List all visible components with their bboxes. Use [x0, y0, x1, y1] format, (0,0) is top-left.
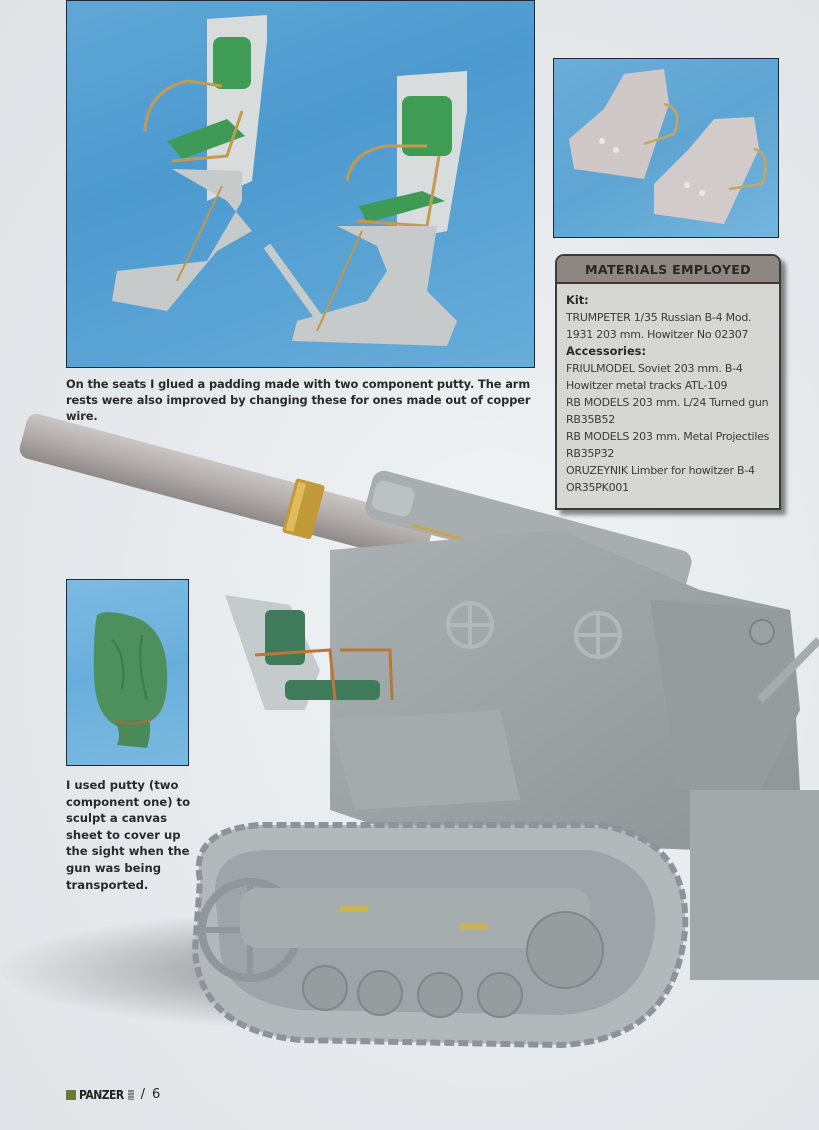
accessory-line: ORUZEYNIK Limber for howitzer B-4	[566, 464, 755, 477]
seats-photo	[66, 0, 535, 368]
page-number: 6	[151, 1087, 161, 1102]
accessory-line: RB35P32	[566, 447, 615, 460]
canvas-sheet-illustration	[93, 612, 168, 748]
armrests-photo	[553, 58, 779, 238]
page-separator: /	[140, 1087, 145, 1102]
materials-body: Kit: TRUMPETER 1/35 Russian B-4 Mod. 193…	[557, 284, 779, 496]
magazine-brand: PANZER	[79, 1087, 124, 1102]
accessories-label: Accessories:	[566, 344, 647, 358]
brand-square-icon	[66, 1089, 76, 1100]
accessory-line: Howitzer metal tracks ATL-109	[566, 379, 728, 392]
materials-employed-box: MATERIALS EMPLOYED Kit: TRUMPETER 1/35 R…	[555, 254, 781, 510]
kit-line: 1931 203 mm. Howitzer No 02307	[566, 328, 749, 341]
accessory-line: FRIULMODEL Soviet 203 mm. B-4	[566, 362, 743, 375]
kit-label: Kit:	[566, 293, 589, 307]
accessory-line: RB MODELS 203 mm. L/24 Turned gun	[566, 396, 769, 409]
armrests-illustration	[569, 69, 767, 224]
materials-title: MATERIALS EMPLOYED	[585, 261, 751, 277]
seats-caption: On the seats I glued a padding made with…	[66, 377, 531, 423]
page-folio: PANZER / 6	[66, 1087, 160, 1102]
kit-line: TRUMPETER 1/35 Russian B-4 Mod.	[566, 311, 752, 324]
brand-superscript-mark	[127, 1089, 134, 1100]
accessory-line: OR35PK001	[566, 481, 629, 494]
accessory-line: RB MODELS 203 mm. Metal Projectiles	[566, 430, 770, 443]
canvas-sheet-photo	[66, 579, 189, 766]
seats-illustration	[112, 15, 467, 346]
accessory-line: RB35B52	[566, 413, 615, 426]
materials-header: MATERIALS EMPLOYED	[557, 256, 779, 284]
canvas-sheet-caption: I used putty (two component one) to scul…	[66, 778, 191, 892]
